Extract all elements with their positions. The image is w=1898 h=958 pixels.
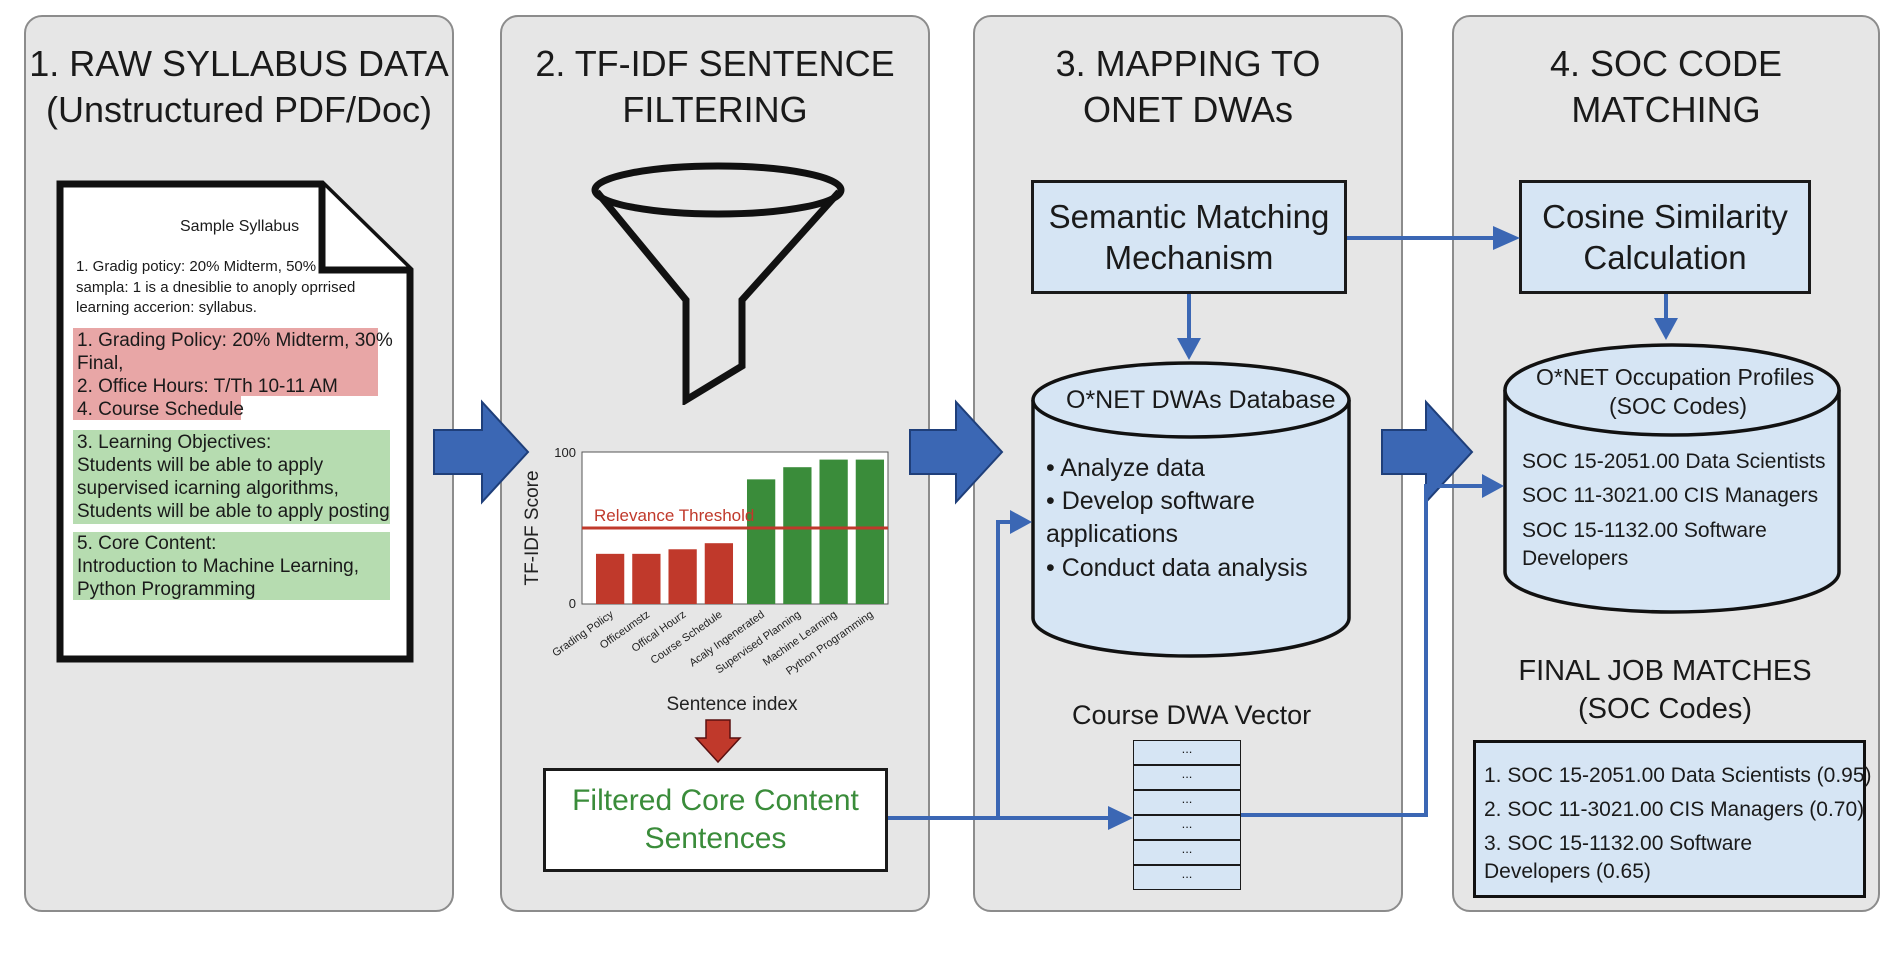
red-highlight-line: Final,	[77, 353, 124, 374]
cosine-similarity-box: Cosine Similarity Calculation	[1519, 180, 1811, 294]
green-highlight-line: 5. Core Content:	[77, 533, 217, 554]
final-title-line: FINAL JOB MATCHES	[1518, 655, 1812, 687]
semantic-box-line: Semantic Matching	[1048, 198, 1330, 235]
chart-bar	[595, 553, 625, 604]
big-arrow-1-to-2	[433, 399, 530, 505]
dwa-bullet: applications	[1046, 520, 1179, 548]
y-tick-label: 100	[554, 445, 576, 460]
vector-cell: ...	[1133, 765, 1241, 790]
panel-title: 1. RAW SYLLABUS DATA (Unstructured PDF/D…	[26, 41, 452, 133]
red-highlight-block	[73, 396, 241, 420]
vector-cell: ...	[1133, 815, 1241, 840]
panel-title-line: FILTERING	[622, 89, 808, 130]
panel-title-line: 4. SOC CODE	[1549, 43, 1783, 84]
chart-bar	[783, 467, 812, 604]
panel-title-line: MATCHING	[1571, 89, 1761, 130]
panel-title: 2. TF-IDF SENTENCE FILTERING	[502, 41, 928, 133]
semantic-box-line: Mechanism	[1104, 239, 1274, 276]
big-arrow-2-to-3	[909, 399, 1004, 505]
chart-bar	[668, 549, 697, 604]
filtered-box-line: Filtered Core Content	[572, 784, 859, 817]
occupation-line: SOC 11-3021.00 CIS Managers	[1522, 484, 1819, 507]
big-arrow-3-to-4	[1381, 399, 1474, 505]
panel-title-line: ONET DWAs	[1082, 89, 1293, 130]
chart-bar	[704, 543, 734, 604]
y-tick-label: 0	[569, 596, 576, 611]
panel-title-line: 2. TF-IDF SENTENCE	[535, 43, 895, 84]
panel-title-line: (Unstructured PDF/Doc)	[45, 89, 433, 130]
occupation-db-subtitle: (SOC Codes)	[1609, 393, 1748, 419]
final-matches-box	[1473, 740, 1866, 898]
green-highlight-line: 3. Learning Objectives:	[77, 432, 272, 453]
occupation-db-title: O*NET Occupation Profiles	[1536, 364, 1815, 390]
threshold-label: Relevance Threshold	[594, 506, 754, 525]
final-title-line: (SOC Codes)	[1577, 693, 1753, 725]
cosine-box-line: Cosine Similarity	[1542, 198, 1788, 235]
green-highlight-block	[73, 430, 390, 524]
dwa-database-title: O*NET DWAs Database	[1066, 386, 1336, 414]
chart-bar	[819, 459, 848, 604]
vector-cell: ...	[1133, 790, 1241, 815]
occupation-profiles-cylinder	[1503, 343, 1841, 614]
final-match-line: 3. SOC 15-1132.00 Software	[1484, 832, 1753, 855]
dwa-bullet: • Conduct data analysis	[1046, 554, 1308, 582]
panel-title-line: 3. MAPPING TO	[1055, 43, 1321, 84]
red-highlight-block	[73, 328, 378, 396]
green-highlight-line: supervised icarning algorithms,	[77, 478, 339, 499]
green-highlight-line: Students will be able to apply posting	[77, 501, 390, 522]
panel-title: 4. SOC CODE MATCHING	[1454, 41, 1878, 133]
final-match-line: 2. SOC 11-3021.00 CIS Managers (0.70)	[1484, 798, 1865, 821]
dwa-bullet: • Analyze data	[1046, 454, 1205, 482]
y-axis-label: TF-IDF Score	[522, 470, 543, 585]
semantic-matching-box: Semantic Matching Mechanism	[1031, 180, 1347, 294]
final-match-line: 1. SOC 15-2051.00 Data Scientists (0.95)	[1484, 764, 1872, 787]
red-highlight-line: 1. Grading Policy: 20% Midterm, 30%	[77, 330, 393, 351]
green-highlight-line: Python Programming	[77, 579, 256, 600]
course-dwa-vector: ... ... ... ... ... ...	[1133, 740, 1241, 892]
vector-cell: ...	[1133, 740, 1241, 765]
down-arrow-red-icon	[694, 719, 742, 764]
filtered-sentences-box: Filtered Core Content Sentences	[543, 768, 888, 872]
panel-title: 3. MAPPING TO ONET DWAs	[975, 41, 1401, 133]
dwa-database-cylinder	[1031, 361, 1351, 658]
final-matches-title: FINAL JOB MATCHES (SOC Codes)	[1460, 652, 1870, 728]
filtered-box-line: Sentences	[644, 822, 787, 855]
chart-bar	[746, 479, 776, 604]
red-highlight-line: 2. Office Hours: T/Th 10-11 AM	[77, 376, 338, 397]
document-noise-line: learning accerion: syllabus.	[76, 299, 257, 316]
panel-title-line: 1. RAW SYLLABUS DATA	[29, 43, 449, 84]
document-title: Sample Syllabus	[180, 218, 300, 235]
green-highlight-block	[73, 532, 390, 600]
dwa-bullet: • Develop software	[1046, 487, 1255, 515]
x-axis-label: Sentence index	[667, 694, 798, 715]
green-highlight-line: Students will be able to apply	[77, 455, 324, 476]
green-highlight-line: Introduction to Machine Learning,	[77, 556, 360, 577]
document-noise-line: sampla: 1 is a dnesiblie to anoply oprri…	[76, 279, 356, 296]
occupation-line: SOC 15-2051.00 Data Scientists	[1522, 450, 1826, 473]
red-highlight-line: 4. Course Schedule	[77, 399, 244, 420]
chart-bar	[855, 459, 885, 604]
vector-cell: ...	[1133, 840, 1241, 865]
cosine-box-line: Calculation	[1583, 239, 1747, 276]
occupation-line: SOC 15-1132.00 Software	[1522, 519, 1767, 542]
funnel-icon	[591, 162, 845, 405]
occupation-line: Developers	[1522, 547, 1629, 570]
final-match-line: Developers (0.65)	[1484, 860, 1651, 883]
course-dwa-vector-title: Course DWA Vector	[1072, 700, 1312, 730]
document-noise-line: 1. Gradig poticy: 20% Midterm, 50%	[76, 258, 317, 275]
chart-bar	[632, 553, 661, 604]
vector-cell: ...	[1133, 865, 1241, 890]
